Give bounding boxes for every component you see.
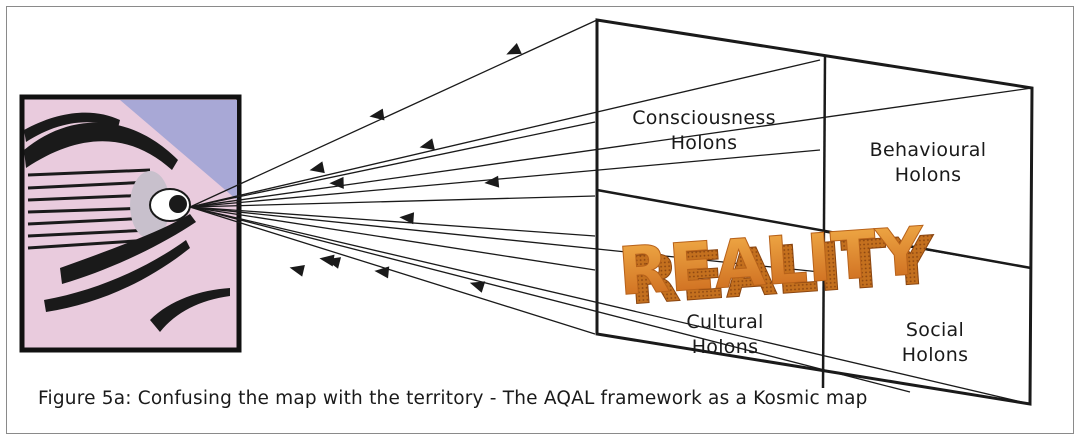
arrowhead xyxy=(325,257,342,269)
reality-word: REALITY REALITY xyxy=(615,212,939,321)
sight-line xyxy=(189,121,596,208)
arrowhead xyxy=(506,43,522,55)
sight-line xyxy=(189,206,596,335)
sight-line xyxy=(189,206,911,393)
arrowhead xyxy=(419,138,435,150)
sight-line xyxy=(189,59,821,208)
sight-line xyxy=(189,149,821,208)
sight-line xyxy=(189,87,1033,208)
sight-line xyxy=(189,19,598,208)
aqal-map-grid xyxy=(595,18,1034,406)
arrowhead xyxy=(399,212,415,225)
sight-line xyxy=(189,195,596,208)
label-behavioural-holons: Behavioural Holons xyxy=(869,139,987,186)
arrowhead xyxy=(374,266,390,279)
label-social-holons: Social Holons xyxy=(901,319,969,366)
figure-caption: Figure 5a: Confusing the map with the te… xyxy=(38,388,868,409)
arrowhead xyxy=(329,176,344,189)
label-cultural-holons: Cultural Holons xyxy=(686,311,764,358)
arrowhead xyxy=(289,265,305,277)
sight-line xyxy=(189,206,596,271)
arrowhead xyxy=(369,108,385,121)
sight-line xyxy=(189,206,821,273)
arrowhead xyxy=(484,175,500,188)
arrowhead xyxy=(469,281,486,293)
arrowhead xyxy=(309,161,325,174)
eye-illustration xyxy=(19,94,242,353)
label-consciousness-holons: Consciousness Holons xyxy=(632,107,776,154)
sight-line xyxy=(189,206,1031,405)
sight-lines xyxy=(189,19,1033,405)
sight-line xyxy=(189,206,596,237)
